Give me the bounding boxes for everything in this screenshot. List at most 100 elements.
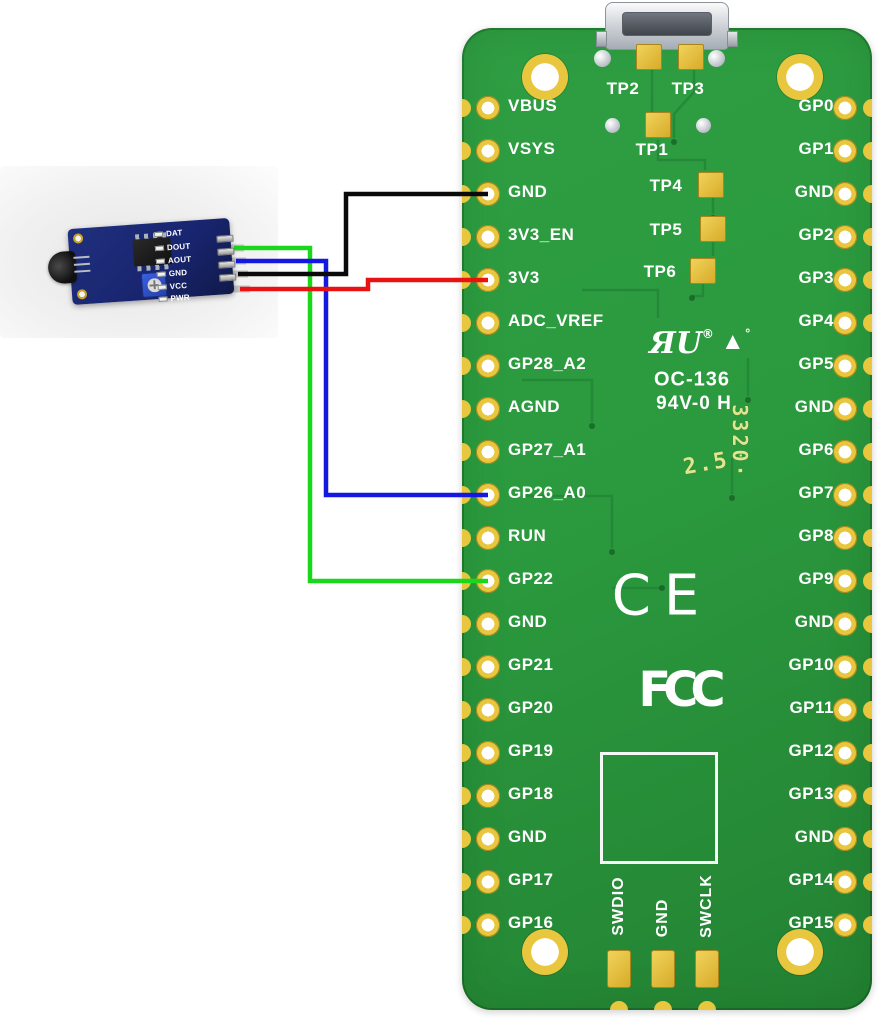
pin-label: GP7 xyxy=(798,483,834,502)
pin-label: GP5 xyxy=(798,354,834,373)
pin-hole xyxy=(476,655,500,679)
pin-label: GND xyxy=(508,182,548,201)
pin-right-10-gp7: GP7 xyxy=(462,483,872,507)
pin-hole xyxy=(476,612,500,636)
pin-hole xyxy=(476,397,500,421)
pin-label: GP2 xyxy=(798,225,834,244)
castellation-pad xyxy=(863,873,872,891)
pin-label: GP3 xyxy=(798,268,834,287)
pin-hole xyxy=(833,913,857,937)
pin-label: GP10 xyxy=(788,655,834,674)
pin-label: GP15 xyxy=(788,913,834,932)
pin-hole xyxy=(476,354,500,378)
castellation-pad xyxy=(462,314,471,332)
sensor-module: DAT DOUT AOUT GND VCC PWR xyxy=(47,214,239,313)
smd-component xyxy=(156,270,166,277)
pin-label: GND xyxy=(794,182,834,201)
sensor-header-pin xyxy=(216,234,234,243)
sensor-label-aout: AOUT xyxy=(155,254,192,266)
castellation-pad xyxy=(863,916,872,934)
smd-component xyxy=(154,245,165,251)
pin-label: GP16 xyxy=(508,913,554,932)
tp4-pad xyxy=(698,172,724,198)
tp6-label: TP6 xyxy=(643,262,677,281)
pin-left-15-gp20: GP20 xyxy=(462,698,872,722)
pin-hole xyxy=(833,96,857,120)
pin-label: GP11 xyxy=(789,698,834,717)
castellation-pad xyxy=(462,787,471,805)
castellation-pad xyxy=(863,142,872,160)
pin-right-2-gp1: GP1 xyxy=(462,139,872,163)
pin-label: GND xyxy=(508,612,548,631)
pin-hole xyxy=(476,225,500,249)
wire-aout-to-gp26-a0-line xyxy=(236,258,488,498)
sensor-label-dat: DAT xyxy=(153,227,183,239)
usb-connector xyxy=(596,2,738,50)
pin-label: GP0 xyxy=(798,96,834,115)
wire-gnd-to-gnd-line xyxy=(238,191,488,277)
pin-right-15-gp11: GP11 xyxy=(462,698,872,722)
castellation-pad xyxy=(462,357,471,375)
pin-label: GP1 xyxy=(798,139,834,158)
castellation-pad xyxy=(863,99,872,117)
pin-right-1-gp0: GP0 xyxy=(462,96,872,120)
pin-hole xyxy=(833,612,857,636)
pin-hole xyxy=(476,311,500,335)
castellation-pad xyxy=(863,400,872,418)
pin-hole xyxy=(833,483,857,507)
castellation-pad xyxy=(462,228,471,246)
wire-vcc-to-3v3 xyxy=(224,277,488,293)
pin-right-14-gp10: GP10 xyxy=(462,655,872,679)
pin-left-8-agnd: AGND xyxy=(462,397,872,421)
smd-component xyxy=(153,231,164,237)
tp6-pad xyxy=(690,258,716,284)
triangle-mark-icon: ▲ xyxy=(720,328,745,355)
bottom-castellation-pad xyxy=(654,1001,672,1010)
mounting-hole xyxy=(522,929,568,975)
pin-label: GP28_A2 xyxy=(508,354,587,373)
pin-label: 3V3_EN xyxy=(508,225,575,244)
pin-label: GP17 xyxy=(508,870,554,889)
pin-hole xyxy=(833,225,857,249)
wire-vcc-to-3v3-line xyxy=(240,277,488,292)
pin-hole xyxy=(833,569,857,593)
pin-left-9-gp27a1: GP27_A1 xyxy=(462,440,872,464)
tp3-label: TP3 xyxy=(671,79,705,98)
castellation-pad xyxy=(462,744,471,762)
pin-hole xyxy=(476,870,500,894)
pin-right-9-gp6: GP6 xyxy=(462,440,872,464)
castellation-pad xyxy=(462,873,471,891)
castellation-pad xyxy=(863,314,872,332)
pin-label: ADC_VREF xyxy=(508,311,604,330)
silkscreen-square xyxy=(600,752,718,864)
mounting-hole xyxy=(522,54,568,100)
pin-right-13-gnd: GND xyxy=(462,612,872,636)
pin-label: GND xyxy=(508,827,548,846)
ce-mark: CE xyxy=(611,563,713,629)
pin-hole xyxy=(833,182,857,206)
pin-right-4-gp2: GP2 xyxy=(462,225,872,249)
pin-right-17-gp13: GP13 xyxy=(462,784,872,808)
usb-shield-tab xyxy=(596,31,607,47)
pin-hole xyxy=(476,96,500,120)
pin-hole xyxy=(833,311,857,335)
pin-hole xyxy=(833,870,857,894)
usb-slot xyxy=(622,12,712,36)
pin-left-4-3v3en: 3V3_EN xyxy=(462,225,872,249)
pin-left-1-vbus: VBUS xyxy=(462,96,872,120)
castellation-pad xyxy=(863,615,872,633)
swd-pad-swdio xyxy=(607,950,631,988)
pin-label: VSYS xyxy=(508,139,556,158)
fcc-mark: FCC xyxy=(638,662,725,718)
castellation-pad xyxy=(863,529,872,547)
sensor-mounting-hole xyxy=(72,233,84,244)
usb-shield-tab xyxy=(727,31,738,47)
castellation-pad xyxy=(863,701,872,719)
tp1-label: TP1 xyxy=(635,140,669,159)
sensor-mounting-hole xyxy=(76,288,88,300)
pin-hole xyxy=(476,913,500,937)
pin-left-13-gnd: GND xyxy=(462,612,872,636)
swd-pad-gnd xyxy=(651,950,675,988)
castellation-pad xyxy=(462,400,471,418)
